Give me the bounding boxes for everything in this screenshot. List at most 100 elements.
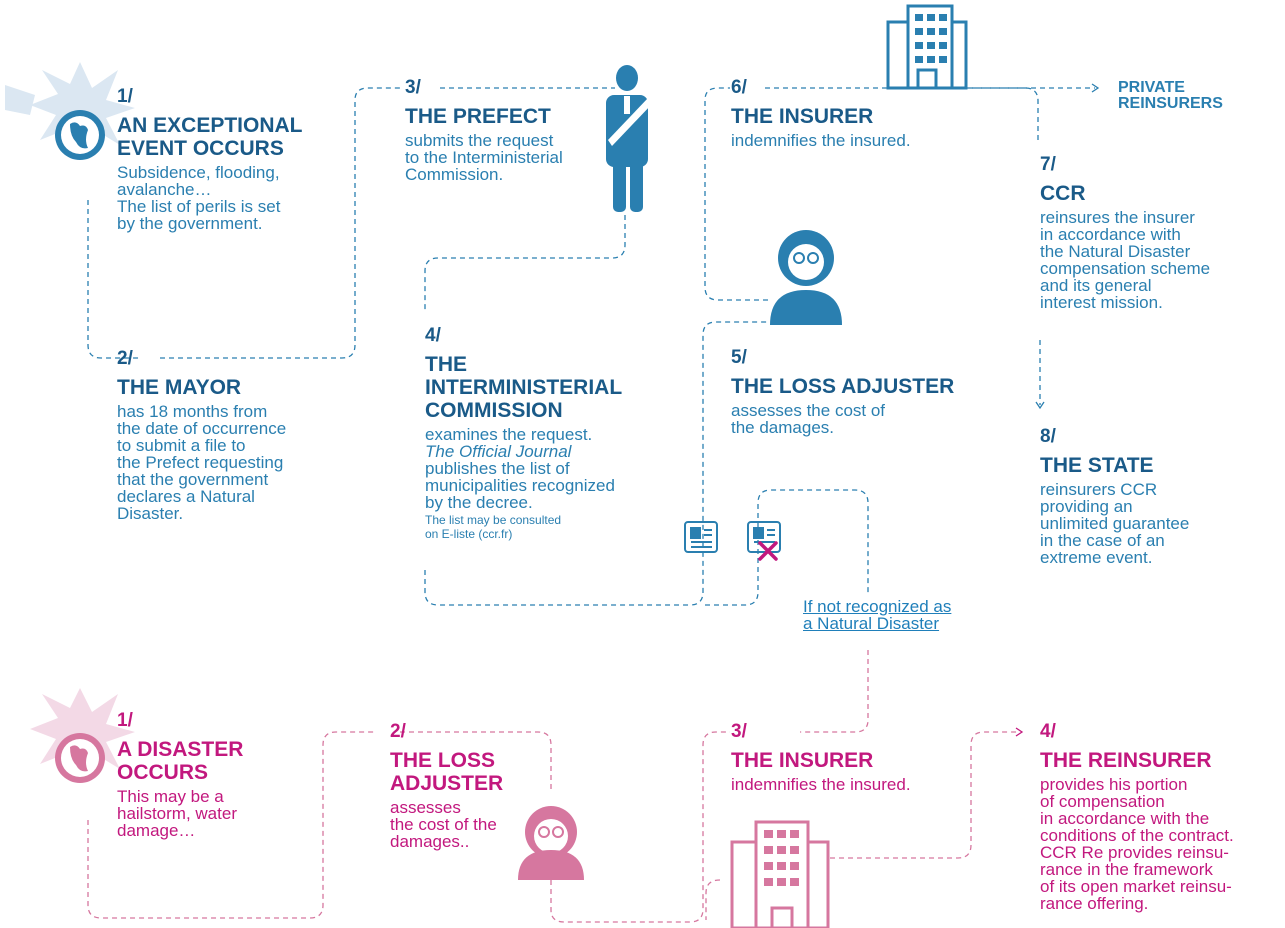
connector-o2-o3: [400, 731, 730, 923]
step-title: THE INSURER: [731, 749, 874, 772]
note-line: The list may be consulted: [425, 513, 562, 527]
step-note: The list may be consulted on E-liste (cc…: [425, 513, 622, 541]
desc-line: examines the request.: [425, 425, 593, 444]
desc-line: in accordance with: [1040, 225, 1181, 244]
desc-line: by the government.: [117, 214, 263, 233]
step-title: THE MAYOR: [117, 376, 242, 399]
desc-line: and its general: [1040, 276, 1152, 295]
step-title: THE REINSURER: [1040, 749, 1212, 772]
step-number: 5/: [731, 347, 747, 368]
step-description: Subsidence, flooding, avalanche… The lis…: [117, 164, 303, 232]
step-state: 8/ THE STATE reinsurers CCR providing an…: [1040, 426, 1189, 566]
link-line: If not recognized as: [803, 597, 952, 616]
desc-line: Commission.: [405, 165, 504, 184]
building-pink-icon: [730, 820, 830, 928]
step-number: 2/: [117, 348, 133, 369]
step-title: THE INTERMINISTERIAL COMMISSION: [425, 353, 622, 422]
step-mayor: 2/ THE MAYOR has 18 months from the date…: [117, 348, 286, 522]
desc-line: The list of perils is set: [117, 197, 281, 216]
desc-line: rance offering.: [1040, 894, 1149, 913]
step-title-line: AN EXCEPTIONAL: [117, 114, 303, 137]
desc-line: providing an: [1040, 497, 1133, 516]
step-title: THE LOSS ADJUSTER: [390, 749, 503, 795]
desc-line: the cost of the: [390, 815, 497, 834]
step-description: examines the request. The Official Journ…: [425, 426, 622, 511]
step-description: has 18 months from the date of occurrenc…: [117, 403, 286, 522]
building-windows-icon: [915, 14, 947, 63]
desc-line: damage…: [117, 821, 196, 840]
step-number: 8/: [1040, 426, 1056, 447]
official-journal-icon: [684, 521, 718, 553]
desc-line: publishes the list of: [425, 459, 570, 478]
step-title: THE PREFECT: [405, 105, 551, 128]
building-pink-windows-icon: [764, 830, 799, 886]
note-line: on E-liste (ccr.fr): [425, 527, 513, 541]
link-line: a Natural Disaster: [803, 614, 940, 633]
desc-line: unlimited guarantee: [1040, 514, 1190, 533]
desc-line: reinsures the insurer: [1040, 208, 1195, 227]
not-recognized-link[interactable]: If not recognized as a Natural Disaster: [803, 598, 951, 632]
step-title-line: OCCURS: [117, 761, 209, 784]
loss-adjuster-avatar-icon: [770, 230, 842, 325]
connector-pink-transition: [800, 650, 869, 733]
connector-o3-o4: [705, 731, 1020, 920]
desc-line: by the decree.: [425, 493, 533, 512]
connector-6-ccr: [765, 87, 1039, 140]
desc-line: provides his portion: [1040, 775, 1188, 794]
step-reinsurer: 4/ THE REINSURER provides his portion of…: [1040, 721, 1234, 912]
desc-line: has 18 months from: [117, 402, 268, 421]
step-disaster-occurs: 1/ A DISASTER OCCURS This may be a hails…: [117, 710, 243, 839]
arrow-state: [1035, 401, 1045, 410]
building-icon: [886, 4, 968, 90]
step-description: indemnifies the insured.: [731, 775, 911, 794]
desc-line: rance in the framework: [1040, 860, 1213, 879]
step-number: 7/: [1040, 154, 1056, 175]
desc-line: declares a Natural: [117, 487, 255, 506]
private-reinsurers-label: PRIVATE REINSURERS: [1118, 80, 1223, 112]
step-description: reinsurers CCR providing an unlimited gu…: [1040, 481, 1189, 566]
desc-line: the damages.: [731, 418, 835, 437]
step-interministerial-commission: 4/ THE INTERMINISTERIAL COMMISSION exami…: [425, 325, 622, 541]
step-description: assesses the cost of the damages..: [390, 799, 503, 850]
step-description: indemnifies the insured.: [731, 131, 911, 150]
step-description: submits the request to the Interminister…: [405, 132, 563, 183]
desc-line: avalanche…: [117, 180, 212, 199]
step-title: THE LOSS ADJUSTER: [731, 375, 955, 398]
step-title-line: ADJUSTER: [390, 772, 504, 795]
arrow-reinsurer: [1015, 727, 1024, 737]
desc-line: hailstorm, water: [117, 804, 237, 823]
reject-cross-icon: [758, 541, 778, 561]
step-title-line: EVENT OCCURS: [117, 137, 284, 160]
step-number: 1/: [117, 86, 133, 107]
step-title-line: THE: [425, 353, 467, 376]
connector-2-3: [160, 87, 400, 359]
step-number: 4/: [1040, 721, 1056, 742]
step-title: A DISASTER OCCURS: [117, 738, 243, 784]
step-number: 3/: [731, 721, 747, 742]
desc-line: of compensation: [1040, 792, 1165, 811]
arrow-private: [1091, 83, 1100, 93]
desc-line: in accordance with the: [1040, 809, 1210, 828]
desc-line: the Natural Disaster: [1040, 242, 1191, 261]
step-loss-adjuster-other: 2/ THE LOSS ADJUSTER assesses the cost o…: [390, 721, 503, 850]
desc-line: to the Interministerial: [405, 148, 563, 167]
desc-line: extreme event.: [1040, 548, 1153, 567]
step-ccr: 7/ CCR reinsures the insurer in accordan…: [1040, 154, 1210, 311]
connector-not-recognized: [705, 489, 869, 606]
loss-adjuster-pink-avatar-icon: [518, 806, 584, 880]
desc-line: The Official Journal: [425, 442, 572, 461]
step-description: assesses the cost of the damages.: [731, 402, 954, 436]
step-exceptional-event: 1/ AN EXCEPTIONAL EVENT OCCURS Subsidenc…: [117, 86, 303, 232]
desc-line: reinsurers CCR: [1040, 480, 1158, 499]
step-description: provides his portion of compensation in …: [1040, 776, 1234, 912]
step-number: 1/: [117, 710, 133, 731]
step-loss-adjuster: 5/ THE LOSS ADJUSTER assesses the cost o…: [731, 347, 954, 436]
step-description: reinsures the insurer in accordance with…: [1040, 209, 1210, 311]
desc-line: the Prefect requesting: [117, 453, 284, 472]
private-label-line: REINSURERS: [1118, 95, 1223, 112]
step-title: THE INSURER: [731, 105, 874, 128]
step-title: AN EXCEPTIONAL EVENT OCCURS: [117, 114, 303, 160]
step-title: CCR: [1040, 182, 1086, 205]
globe-burst-icon: [5, 62, 135, 160]
